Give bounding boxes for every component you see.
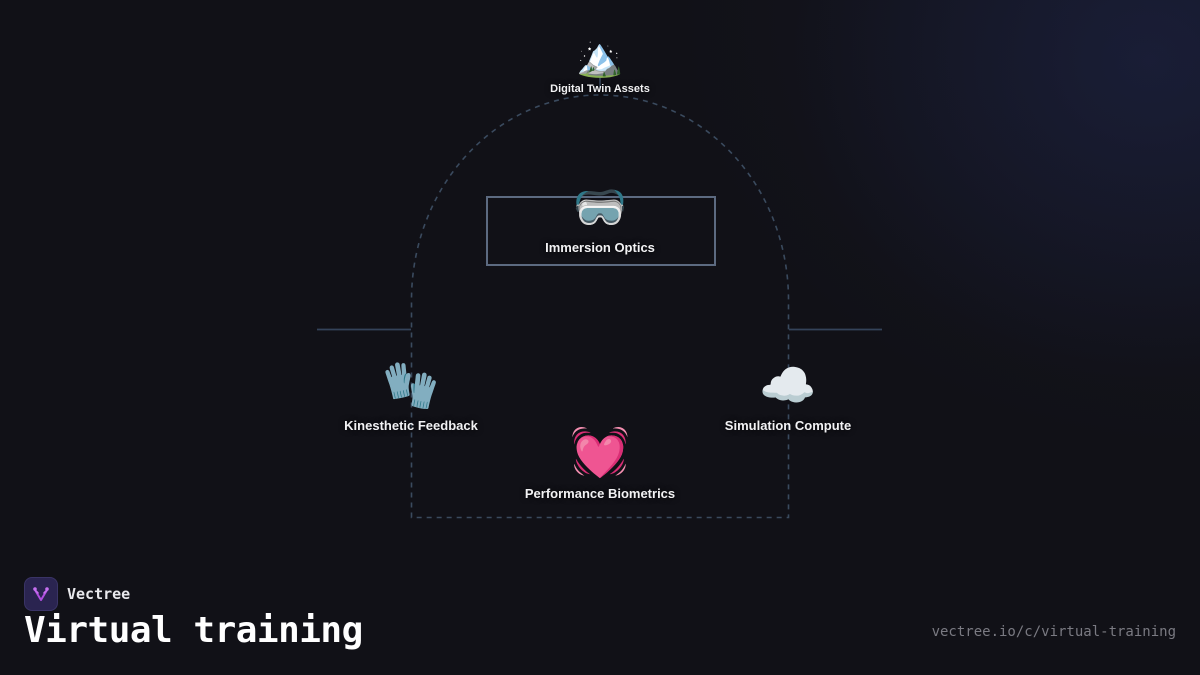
page-title: Virtual training [24,610,363,651]
cloud-icon: ☁️ [759,358,817,412]
immersion-optics-focus-box [486,196,716,266]
page-url[interactable]: vectree.io/c/virtual-training [931,624,1176,640]
node-digital-twin-assets[interactable]: 🏔️ Digital Twin Assets [550,38,650,95]
goggles-icon: 🥽 [572,182,628,233]
node-label: Kinesthetic Feedback [344,418,478,433]
node-kinesthetic-feedback[interactable]: 🧤 Kinesthetic Feedback [344,362,478,433]
node-immersion-optics[interactable]: 🥽 Immersion Optics [545,182,655,256]
node-label: Simulation Compute [724,418,852,433]
node-simulation-compute[interactable]: ☁️ Simulation Compute [725,362,851,433]
gloves-icon: 🧤 [382,358,440,412]
node-label: Digital Twin Assets [550,83,650,95]
node-label: Performance Biometrics [524,486,676,501]
snow-capped-mountain-icon: 🏔️ [576,35,624,79]
arch-enclosure [410,94,790,519]
vectree-logo-icon [24,577,58,611]
brand-name: Vectree [67,585,131,603]
node-label: Immersion Optics [545,240,655,255]
beating-heart-icon: 💓 [570,424,630,480]
node-performance-biometrics[interactable]: 💓 Performance Biometrics [525,428,675,501]
brand: Vectree [24,577,130,611]
